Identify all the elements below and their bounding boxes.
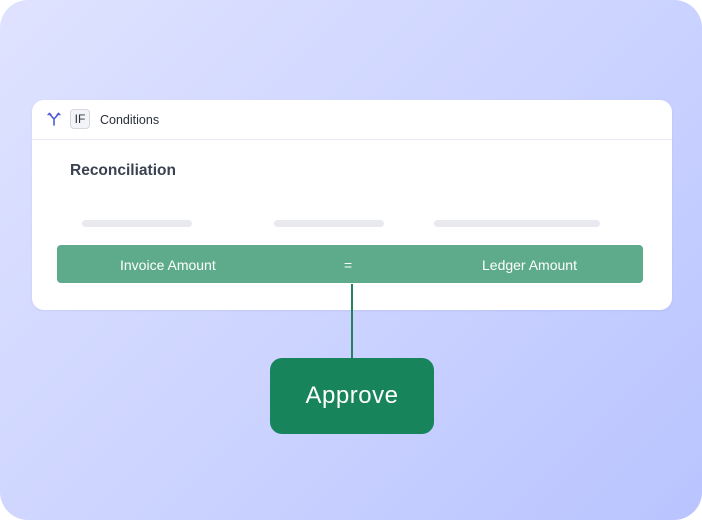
card-header: IF Conditions [32,100,672,140]
header-title: Conditions [100,113,160,127]
placeholder-bar [434,220,600,227]
if-badge: IF [70,109,90,129]
branch-icon [46,111,62,127]
placeholder-bar [274,220,384,227]
conditions-card: IF Conditions Reconciliation Invoice Amo… [32,100,672,310]
operator: = [344,257,353,273]
condition-row[interactable]: Invoice Amount = Ledger Amount [57,245,643,283]
connector-line [351,284,353,358]
right-operand: Ledger Amount [482,257,577,273]
approve-node[interactable]: Approve [270,358,434,434]
placeholder-bar [82,220,192,227]
section-title: Reconciliation [70,162,176,179]
left-operand: Invoice Amount [120,257,216,273]
